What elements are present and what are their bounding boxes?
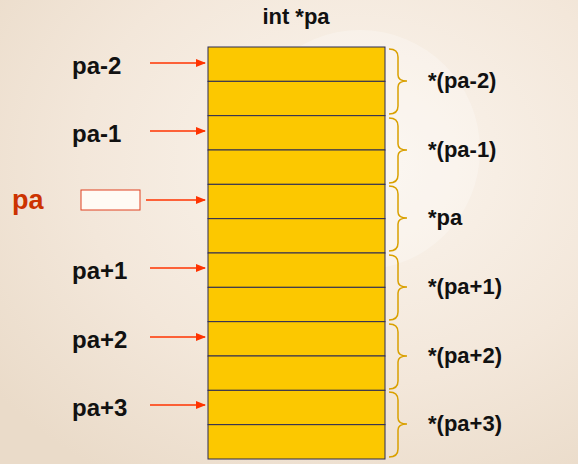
brace (389, 49, 407, 114)
pointer-arrow (150, 336, 205, 338)
memory-cell (208, 253, 385, 287)
pointer-expression: pa+3 (72, 395, 127, 421)
memory-cell (208, 184, 385, 218)
dereference-expression: *(pa+2) (428, 344, 502, 368)
pointer-expression: pa+2 (72, 327, 127, 353)
brace (389, 118, 407, 183)
pointer-name: pa (12, 186, 44, 216)
memory-cell (208, 390, 385, 424)
braces (389, 49, 407, 457)
brace (389, 255, 407, 320)
pointer-arrow (150, 130, 205, 132)
dereference-expression: *(pa+1) (428, 275, 502, 299)
memory-cell (208, 116, 385, 150)
pointer-expression: pa+1 (72, 258, 127, 284)
pointer-expression: pa-1 (72, 121, 121, 147)
pointer-expression: pa-2 (72, 53, 121, 79)
pointer-arrows (146, 63, 205, 405)
pointer-arrow (150, 267, 205, 269)
pointer-arrow (150, 62, 205, 64)
pointer-arrow (150, 404, 205, 406)
memory-cell (208, 47, 385, 81)
dereference-expression: *(pa-1) (428, 138, 496, 162)
pointer-variable-box (81, 190, 140, 210)
memory-cell (208, 81, 385, 115)
diagram-title: int *pa (262, 5, 329, 29)
memory-cell (208, 425, 385, 459)
memory-cell (208, 219, 385, 253)
memory-cell (208, 322, 385, 356)
memory-cells (208, 47, 385, 459)
dereference-expression: *pa (428, 206, 462, 230)
dereference-expression: *(pa-2) (428, 69, 496, 93)
brace (389, 392, 407, 457)
brace (389, 186, 407, 251)
dereference-expression: *(pa+3) (428, 412, 502, 436)
memory-cell (208, 150, 385, 184)
memory-cell (208, 287, 385, 321)
memory-cell (208, 356, 385, 390)
pointer-arrow (146, 199, 205, 201)
brace (389, 324, 407, 389)
